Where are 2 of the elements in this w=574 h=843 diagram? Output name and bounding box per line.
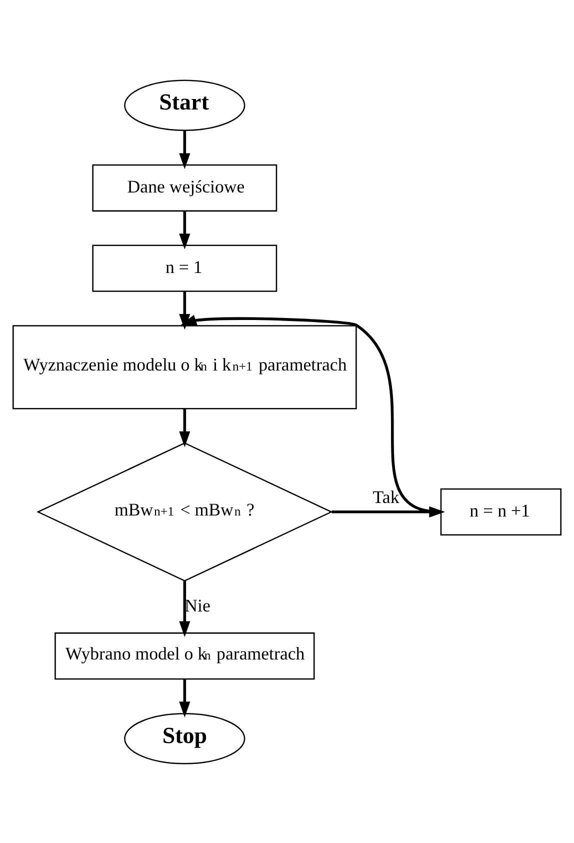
edge-label: Tak	[372, 486, 400, 507]
edge-label: Nie	[184, 595, 210, 616]
